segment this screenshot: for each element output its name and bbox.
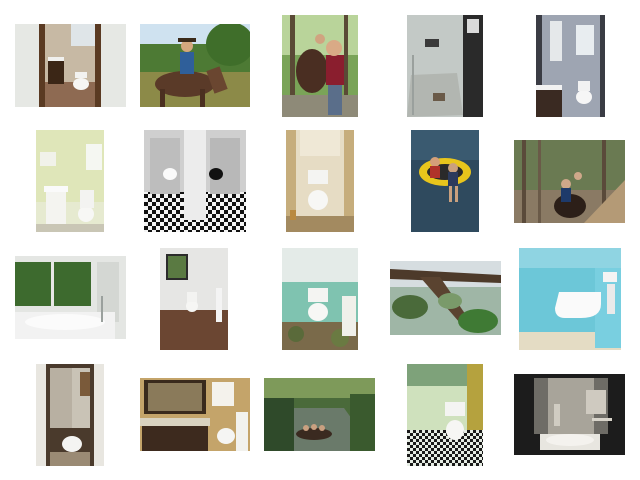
dark-bathroom-photo bbox=[514, 374, 625, 455]
people-in-yellow-raft-thumbnail[interactable] bbox=[411, 130, 479, 232]
bathtub-photo bbox=[15, 256, 126, 339]
bathtub-by-windows-thumbnail[interactable] bbox=[15, 256, 126, 339]
shower-photo bbox=[407, 15, 483, 117]
canal-photo bbox=[264, 378, 375, 451]
bathroom-window-sink-toilet-thumbnail[interactable] bbox=[536, 15, 605, 117]
woman-horse-photo bbox=[282, 15, 358, 117]
woman-leading-horse-forest-thumbnail[interactable] bbox=[282, 15, 358, 117]
horse-rider-field-thumbnail[interactable] bbox=[140, 24, 250, 107]
bathroom-photo bbox=[15, 24, 126, 107]
raft-photo bbox=[411, 130, 479, 232]
stalls-photo bbox=[144, 130, 246, 232]
toilet-room-photo bbox=[160, 248, 228, 350]
green-toilet-checkered-floor-thumbnail[interactable] bbox=[407, 364, 483, 466]
boat-on-canal-trees-thumbnail[interactable] bbox=[264, 378, 375, 451]
horse-riders-forest-trail-thumbnail[interactable] bbox=[514, 140, 625, 223]
shower-and-toilet-doorway-thumbnail[interactable] bbox=[36, 364, 104, 466]
fallen-tree-branch-yard-thumbnail[interactable] bbox=[390, 261, 501, 335]
green-bathroom-photo bbox=[407, 364, 483, 466]
tree-branch-photo bbox=[390, 261, 501, 335]
blue-bathroom-photo bbox=[519, 248, 621, 350]
toilet-room-photo bbox=[286, 130, 354, 232]
forest-riders-photo bbox=[514, 140, 625, 223]
toilet-room-brown-floor-thumbnail[interactable] bbox=[160, 248, 228, 350]
blue-wall-hung-toilet-thumbnail[interactable] bbox=[519, 248, 621, 350]
aqua-bathroom-toilet-debris-thumbnail[interactable] bbox=[282, 248, 358, 350]
small-beige-toilet-room-thumbnail[interactable] bbox=[286, 130, 354, 232]
shower-photo bbox=[36, 364, 104, 466]
shower-corner-toilet-sign-thumbnail[interactable] bbox=[407, 15, 483, 117]
vanity-mirror-toilet-thumbnail[interactable] bbox=[140, 378, 250, 451]
bathroom-photo bbox=[536, 15, 605, 117]
bright-bathroom-sink-toilet-thumbnail[interactable] bbox=[36, 130, 104, 232]
checkered-floor-toilet-stalls-thumbnail[interactable] bbox=[144, 130, 246, 232]
aqua-bathroom-photo bbox=[282, 248, 358, 350]
dark-accessible-bathroom-thumbnail[interactable] bbox=[514, 374, 625, 455]
bathroom-toilet-narrow-doorway-thumbnail[interactable] bbox=[15, 24, 126, 107]
vanity-photo bbox=[140, 378, 250, 451]
bathroom-photo bbox=[36, 130, 104, 232]
horse-rider-photo bbox=[140, 24, 250, 107]
